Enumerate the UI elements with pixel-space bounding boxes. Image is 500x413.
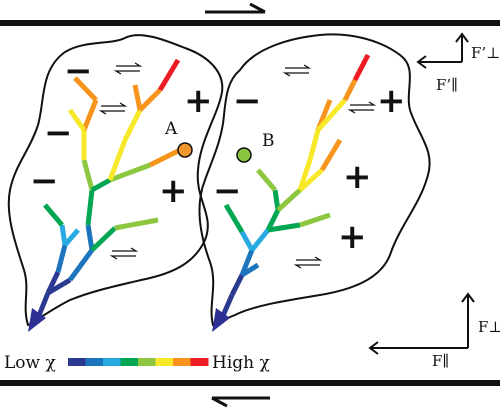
legend-color-swatch [85, 358, 104, 366]
plus-sign: + [159, 171, 188, 211]
plus-sign: + [343, 157, 372, 197]
minus-sign: − [213, 171, 242, 211]
plus-sign: + [184, 81, 213, 121]
bottom-force-diagram [368, 292, 475, 355]
legend-color-swatch [120, 358, 139, 366]
minus-sign: − [30, 161, 59, 201]
top-parallel-force-label: F’∥ [436, 76, 458, 94]
minus-sign: − [44, 113, 73, 153]
right-outlet-arrow [212, 308, 230, 332]
legend-color-swatch [190, 358, 209, 366]
right-river-network [219, 53, 371, 319]
minus-sign: − [64, 51, 93, 91]
bottom-shear-arrow [211, 396, 270, 408]
plus-sign: + [377, 81, 406, 121]
left-basin-outline [7, 34, 224, 327]
legend-low-label: Low χ [4, 353, 56, 373]
left-river-network [35, 58, 182, 319]
minus-sign: − [233, 81, 262, 121]
top-perpendicular-force-label: F’⊥ [471, 44, 500, 62]
top-force-diagram [416, 32, 469, 69]
plus-sign: + [338, 217, 367, 257]
legend-high-label: High χ [212, 353, 270, 373]
legend-color-swatch [68, 358, 86, 366]
right-basin-outline [198, 33, 431, 327]
chi-color-legend [68, 358, 209, 366]
left-outlet-arrow [28, 308, 46, 332]
legend-color-swatch [173, 358, 191, 366]
bottom-perpendicular-force-label: F⊥ [478, 318, 500, 336]
point-a-marker [177, 142, 193, 158]
legend-color-swatch [103, 358, 121, 366]
top-shear-arrow [205, 2, 266, 14]
point-a-label: A [164, 119, 178, 139]
legend-color-swatch [155, 358, 174, 366]
shear-sense-symbol [98, 62, 377, 269]
point-b-label: B [262, 131, 275, 151]
point-b-marker [236, 147, 252, 163]
bottom-parallel-force-label: F∥ [432, 352, 449, 370]
legend-color-swatch [138, 358, 156, 366]
